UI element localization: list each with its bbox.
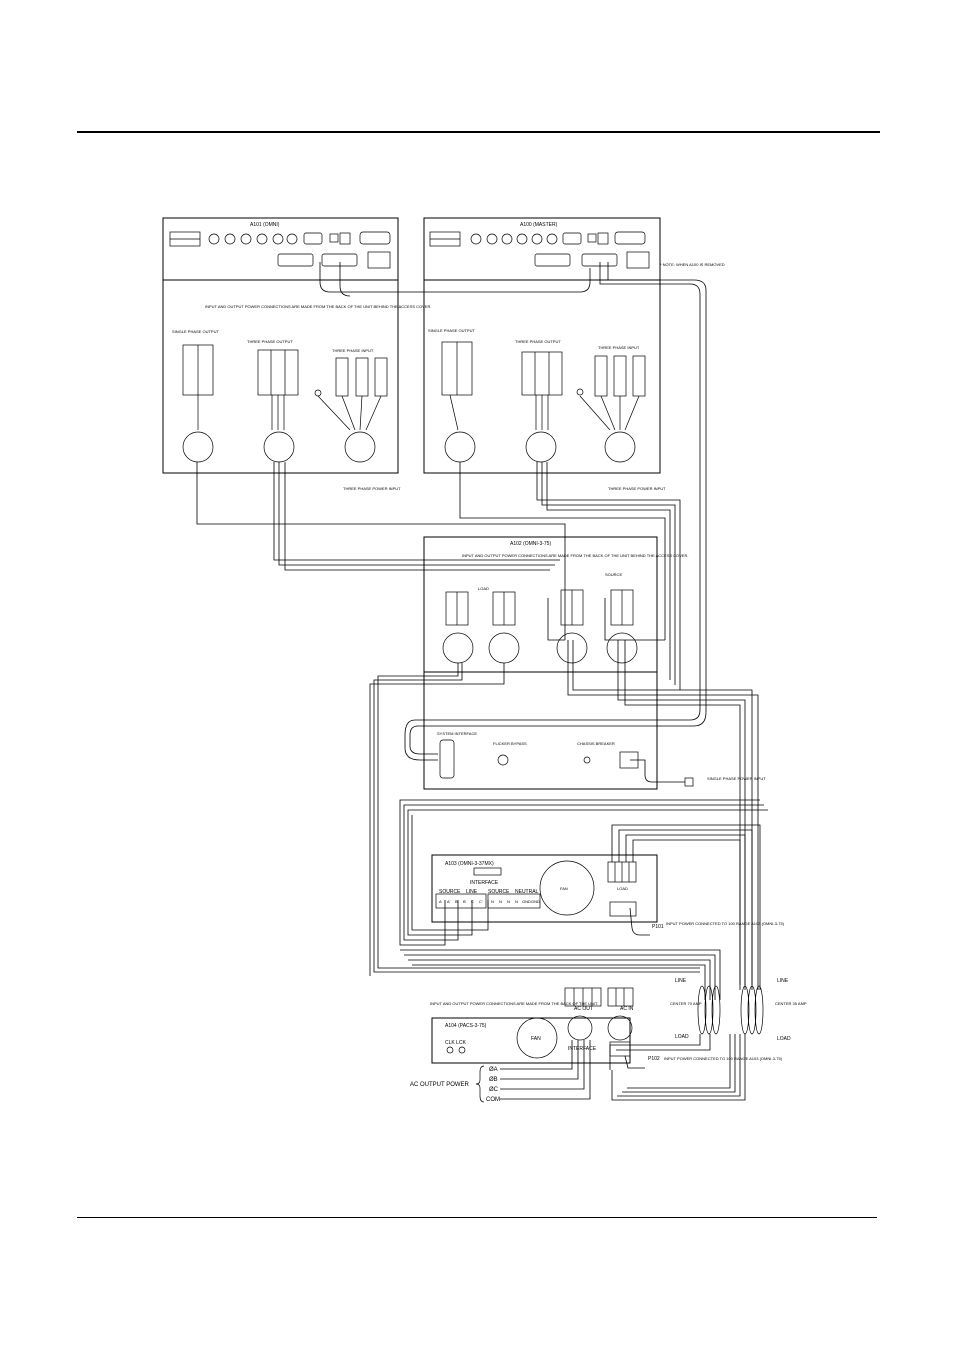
a103-header-1: LINE (466, 889, 478, 895)
ac-phase-c: ØC (489, 1087, 499, 1093)
a103-term-10: GND (522, 899, 531, 904)
a104-title: A104 (PACS-3-75) (445, 1023, 487, 1029)
a104-fan: FAN (531, 1036, 541, 1042)
a102-breaker: CHASSIS BREAKER (577, 741, 615, 746)
a103-fan: FAN (560, 886, 568, 891)
right-meter-line: LINE (777, 978, 789, 984)
a102-title: A102 (OMNI-3-75) (510, 541, 551, 547)
a104-ac-out: AC OUT (574, 1006, 593, 1012)
a103-term-1: A' (447, 899, 451, 904)
a101-connector-label: INPUT AND OUTPUT POWER CONNECTIONS ARE M… (205, 304, 431, 309)
a100-three-phase-out-label: THREE PHASE OUTPUT (515, 339, 561, 344)
a101-three-phase-in-label: THREE PHASE INPUT (332, 348, 374, 353)
a102-connector-label: INPUT AND OUTPUT POWER CONNECTIONS ARE M… (462, 553, 688, 558)
a100-title: A100 (MASTER) (520, 222, 558, 228)
a100-note: * NOTE: WHEN A100 IS REMOVED (660, 262, 725, 267)
a103-p101-note: INPUT POWER CONNECTED TO 100 RANGE A103 … (666, 921, 785, 926)
ac-output-power: AC OUTPUT POWER ØA ØB ØC COM (410, 1065, 500, 1103)
ac-phase-a: ØA (489, 1067, 498, 1073)
a102-bypass: FLICKER BYPASS (493, 741, 527, 746)
a101-power-input: THREE PHASE POWER INPUT (343, 486, 401, 491)
right-meter-name: CENTER 35 AMP (775, 1001, 807, 1006)
unit-a100: A100 (MASTER) * NOTE: WHEN A100 IS REMOV… (423, 217, 725, 491)
a104-clk-lck: CLK LCK (445, 1040, 467, 1046)
a103-term-8: N (507, 899, 510, 904)
a101-title: A101 (OMNI) (250, 222, 280, 228)
a100-single-phase-label: SINGLE PHASE OUTPUT (428, 328, 475, 333)
a103-term-6: N (491, 899, 494, 904)
a102-single-phase-input: SINGLE PHASE POWER INPUT (707, 776, 766, 781)
a100-power-input: THREE PHASE POWER INPUT (608, 486, 666, 491)
a103-term-3: B' (463, 899, 467, 904)
header-rule (77, 131, 880, 133)
unit-a102: A102 (OMNI-3-75) INPUT AND OUTPUT POWER … (423, 536, 766, 790)
unit-a101: A101 (OMNI) INPUT AND OUTPUT POWER CONNE… (162, 217, 431, 491)
a103-title: A103 (OMNI-3-37MX) (445, 861, 494, 867)
right-meter-load: LOAD (777, 1036, 791, 1042)
a102-source-label: SOURCE (605, 572, 622, 577)
a103-term-7: N (499, 899, 502, 904)
a103-load: LOAD (617, 886, 628, 891)
a101-three-phase-out-label: THREE PHASE OUTPUT (247, 339, 293, 344)
center-meter-load: LOAD (675, 1034, 689, 1040)
a104-connector-label: INPUT AND OUTPUT POWER CONNECTIONS ARE M… (430, 1001, 598, 1006)
a104-p102: P102 (648, 1056, 660, 1062)
ac-phase-b: ØB (489, 1077, 498, 1083)
footer-rule (77, 1217, 877, 1218)
a103-interface: INTERFACE (470, 880, 499, 886)
a103-term-5: C' (479, 899, 483, 904)
a103-header-3: NEUTRAL (515, 889, 539, 895)
right-meter: LINE CENTER 35 AMP LOAD (740, 978, 807, 1042)
a104-p102-note: INPUT POWER CONNECTED TO 100 RANGE A103 … (664, 1056, 783, 1061)
a103-terminal-block: A A' B B' C C' N N N N GND GND (435, 893, 541, 909)
a102-load-label: LOAD (478, 586, 489, 591)
unit-a104: INPUT AND OUTPUT POWER CONNECTIONS ARE M… (430, 987, 783, 1069)
a103-term-11: GND (531, 899, 540, 904)
a102-system-interface: SYSTEM INTERFACE (437, 731, 477, 736)
a104-ac-in: AC IN (620, 1006, 634, 1012)
ac-phase-com: COM (486, 1097, 500, 1103)
a103-term-2: B (455, 899, 458, 904)
a103-header-2: SOURCE (488, 889, 510, 895)
a104-interface: INTERFACE (568, 1046, 597, 1052)
a103-p101: P101 (652, 924, 664, 930)
unit-a103: A103 (OMNI-3-37MX) INTERFACE SOURCE LINE… (431, 854, 785, 936)
a103-term-0: A (439, 899, 442, 904)
center-meter: LINE CENTER 70 AMP LOAD (670, 978, 721, 1040)
a103-term-4: C (471, 899, 474, 904)
a103-header-0: SOURCE (439, 889, 461, 895)
center-meter-name: CENTER 70 AMP (670, 1001, 702, 1006)
a101-single-phase-label: SINGLE PHASE OUTPUT (172, 329, 219, 334)
a103-term-9: N (515, 899, 518, 904)
a100-three-phase-in-label: THREE PHASE INPUT (598, 345, 640, 350)
ac-output-label: AC OUTPUT POWER (410, 1082, 470, 1088)
center-meter-line: LINE (675, 978, 687, 984)
